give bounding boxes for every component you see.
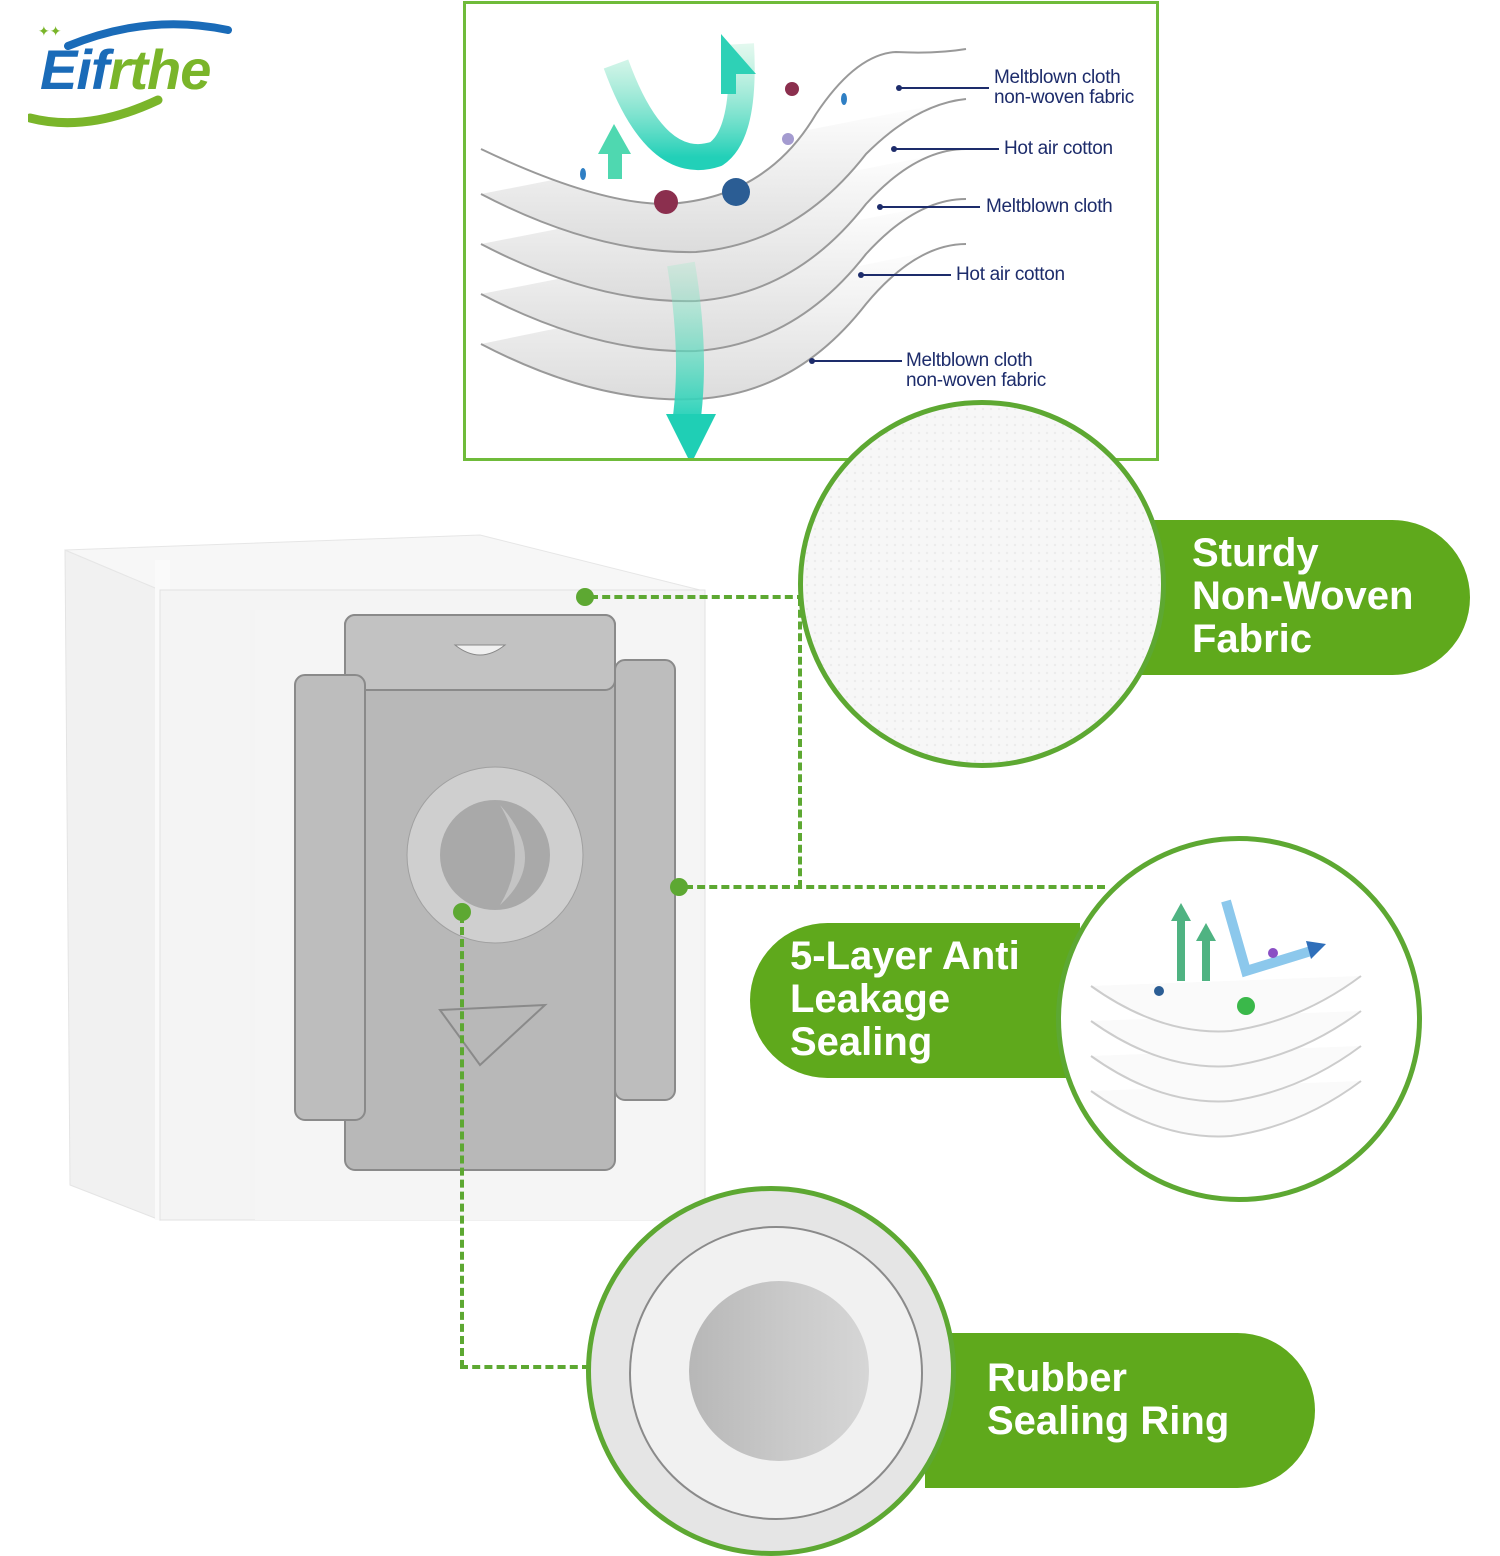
layer-label-3: Meltblown cloth: [986, 196, 1113, 217]
callout-dot-layers: [670, 878, 688, 896]
leader-line-3: [877, 204, 980, 210]
fabric-texture-circle: [798, 400, 1166, 768]
dust-bag-illustration: [64, 534, 706, 1221]
connector-line-ring: [460, 1365, 590, 1369]
leader-line-1: [896, 85, 989, 91]
logo-text-green: rthe: [108, 38, 212, 101]
logo-wordmark: Eifrthe: [40, 42, 211, 98]
feature-label-layers: 5-Layer Anti Leakage Sealing: [750, 923, 1080, 1078]
svg-text:✦✦: ✦✦: [38, 24, 62, 40]
layers-circle: [1056, 836, 1422, 1202]
ring-opening: [689, 1281, 869, 1461]
leader-line-2: [891, 146, 999, 152]
layer-label-5: Meltblown cloth non-woven fabric: [906, 350, 1046, 391]
connector-line-layers-vertical: [798, 598, 802, 888]
logo-swoosh-icon: ✦✦: [28, 20, 232, 128]
connector-line-fabric: [590, 595, 805, 599]
layer-label-2: Hot air cotton: [1004, 138, 1113, 159]
layer-label-4: Hot air cotton: [956, 264, 1065, 285]
feature-label-ring: Rubber Sealing Ring: [925, 1333, 1315, 1488]
brand-logo: ✦✦ Eifrthe: [28, 8, 268, 133]
fabric-layers-illustration: [480, 34, 967, 458]
filter-layers-icon: [1090, 899, 1362, 1138]
leader-line-4: [858, 272, 951, 278]
layer-label-1: Meltblown cloth non-woven fabric: [994, 67, 1134, 108]
logo-text-blue: Eif: [40, 38, 110, 101]
feature-label-fabric: Sturdy Non-Woven Fabric: [1130, 520, 1470, 675]
callout-dot-ring: [453, 903, 471, 921]
sealing-ring-circle: [586, 1186, 956, 1556]
filter-layers-diagram: Meltblown cloth non-woven fabric Hot air…: [463, 1, 1159, 461]
leader-line-5: [809, 358, 902, 364]
connector-line-ring-vertical: [460, 915, 464, 1368]
callout-dot-fabric: [576, 588, 594, 606]
connector-line-layers: [685, 885, 1105, 889]
